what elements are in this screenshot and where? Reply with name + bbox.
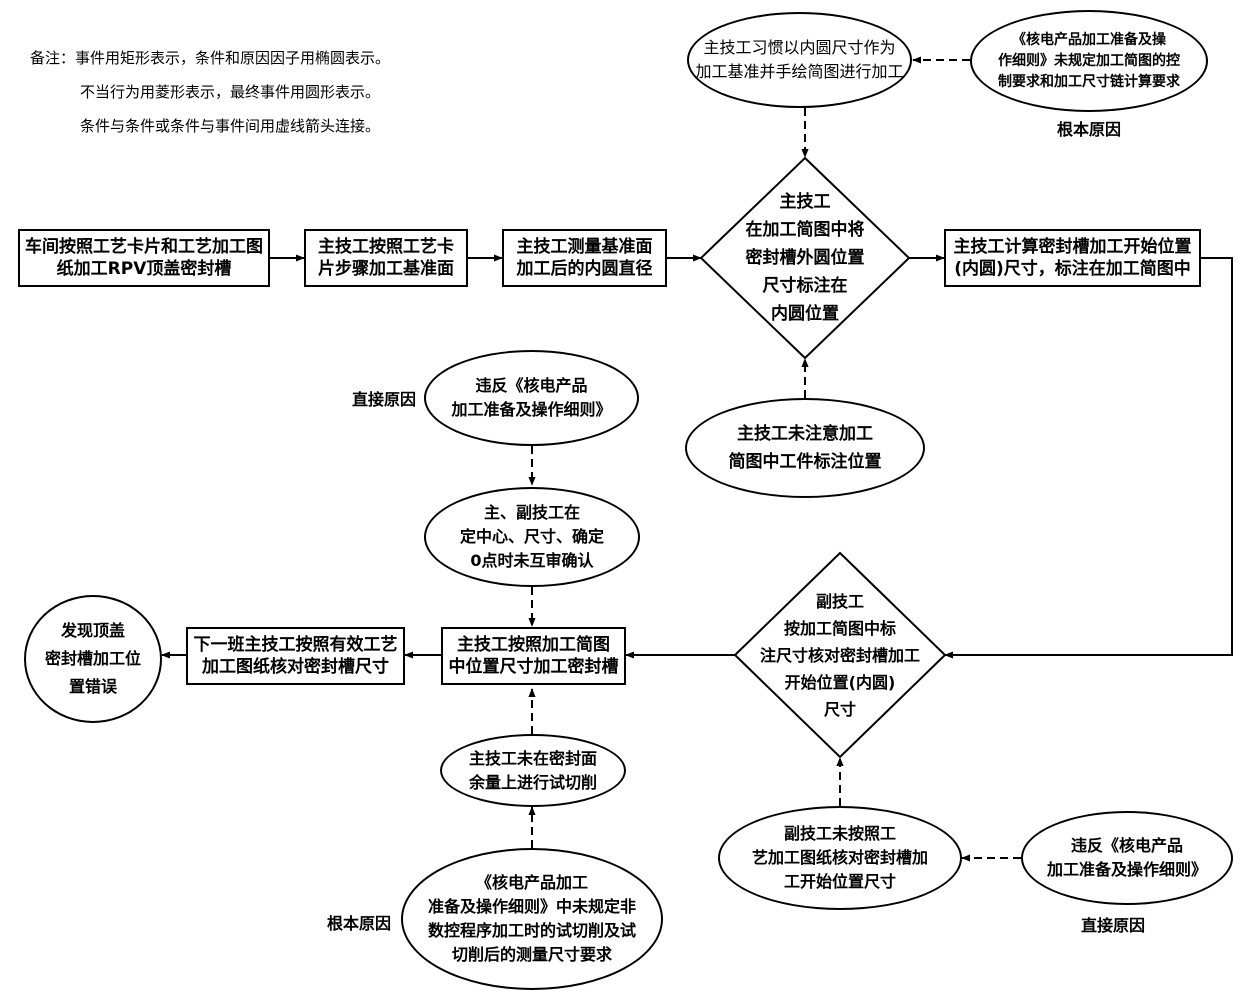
diamond-shape-mark-outer	[699, 156, 911, 360]
improper-act-vice: 副技工 按加工简图中标 注尺寸核对密封槽加工 开始位置(内圆) 尺寸	[750, 580, 930, 730]
final-event-text: 发现顶盖 密封槽加工位 置错误	[44, 621, 141, 696]
direct-cause-bottom-tag: 直接原因	[1081, 916, 1146, 935]
event-main-tech-compute-text: 主技工计算密封槽加工开始位置 (内圆)尺寸，标注在加工简图中	[953, 237, 1192, 279]
cause-violate-bottom: 违反《核电产品 加工准备及操作细则》	[1021, 811, 1233, 905]
cause-root-bottom: 《核电产品加工 准备及操作细则》中未规定非 数控程序加工时的试切削及试 切削后的…	[401, 848, 663, 990]
cause-violate-top: 违反《核电产品 加工准备及操作细则》	[424, 350, 639, 446]
cause-violate-bottom-text: 违反《核电产品 加工准备及操作细则》	[1046, 836, 1207, 879]
condition-no-trial-cut: 主技工未在密封面 余量上进行试切削	[440, 734, 626, 807]
event-main-tech-compute: 主技工计算密封槽加工开始位置 (内圆)尺寸，标注在加工简图中	[944, 229, 1201, 287]
condition-habit-text: 主技工习惯以内圆尺寸作为 加工基准并手绘简图进行加工	[695, 38, 904, 81]
event-main-tech-process-text: 主技工按照加工简图 中位置尺寸加工密封槽	[448, 635, 619, 677]
legend-line-3: 条件与条件或条件与事件间用虚线箭头连接。	[80, 117, 381, 135]
event-workshop-process-text: 车间按照工艺卡片和工艺加工图 纸加工RPV顶盖密封槽	[25, 237, 263, 279]
condition-not-noticed-text: 主技工未注意加工 简图中工件标注位置	[728, 424, 882, 472]
diamond-shape-vice	[733, 551, 947, 759]
root-cause-bottom-tag: 根本原因	[327, 914, 392, 933]
event-main-tech-ref-face-text: 主技工按照工艺卡 片步骤加工基准面	[318, 237, 454, 279]
arrow-compute-to-vice-diamond	[944, 257, 1233, 659]
legend-line-2: 不当行为用菱形表示，最终事件用圆形表示。	[80, 83, 381, 101]
condition-vice-not-per-drawing: 副技工未按照工 艺加工图纸核对密封槽加 工开始位置尺寸	[718, 806, 962, 910]
event-workshop-process: 车间按照工艺卡片和工艺加工图 纸加工RPV顶盖密封槽	[18, 229, 270, 287]
improper-act-vice-text: 副技工 按加工简图中标 注尺寸核对密封槽加工 开始位置(内圆) 尺寸	[759, 591, 920, 719]
cause-root-bottom-text: 《核电产品加工 准备及操作细则》中未规定非 数控程序加工时的试切削及试 切削后的…	[427, 873, 636, 964]
condition-no-trial-cut-text: 主技工未在密封面 余量上进行试切削	[468, 748, 597, 792]
condition-not-mutual-check: 主、副技工在 定中心、尺寸、确定 0点时未互审确认	[424, 487, 640, 587]
event-main-tech-measure-text: 主技工测量基准面 加工后的内圆直径	[516, 237, 653, 279]
condition-not-mutual-check-text: 主、副技工在 定中心、尺寸、确定 0点时未互审确认	[459, 503, 604, 570]
event-main-tech-process: 主技工按照加工简图 中位置尺寸加工密封槽	[441, 627, 626, 685]
improper-act-mark-outer-text: 主技工 在加工简图中将 密封槽外圆位置 尺寸标注在 内圆位置	[745, 192, 865, 324]
improper-act-mark-outer: 主技工 在加工简图中将 密封槽外圆位置 尺寸标注在 内圆位置	[721, 176, 889, 340]
event-next-shift-check-text: 下一班主技工按照有效工艺 加工图纸核对密封槽尺寸	[193, 635, 398, 677]
event-main-tech-measure: 主技工测量基准面 加工后的内圆直径	[502, 229, 667, 287]
root-cause-top-tag: 根本原因	[1057, 120, 1122, 139]
event-next-shift-check: 下一班主技工按照有效工艺 加工图纸核对密封槽尺寸	[186, 627, 405, 685]
legend-line-1: 备注：事件用矩形表示，条件和原因因子用椭圆表示。	[30, 49, 391, 67]
condition-habit: 主技工习惯以内圆尺寸作为 加工基准并手绘简图进行加工	[687, 12, 912, 108]
cause-root-top-text: 《核电产品加工准备及操 作细则》未规定加工简图的控 制要求和加工尺寸链计算要求	[998, 31, 1180, 90]
cause-violate-top-text: 违反《核电产品 加工准备及操作细则》	[451, 376, 612, 419]
event-main-tech-ref-face: 主技工按照工艺卡 片步骤加工基准面	[304, 229, 468, 287]
final-event: 发现顶盖 密封槽加工位 置错误	[24, 595, 162, 723]
direct-cause-left-tag: 直接原因	[352, 390, 417, 409]
condition-vice-not-per-drawing-text: 副技工未按照工 艺加工图纸核对密封槽加 工开始位置尺寸	[751, 824, 928, 891]
cause-root-top: 《核电产品加工准备及操 作细则》未规定加工简图的控 制要求和加工尺寸链计算要求	[970, 10, 1208, 112]
condition-not-noticed: 主技工未注意加工 简图中工件标注位置	[685, 398, 925, 498]
